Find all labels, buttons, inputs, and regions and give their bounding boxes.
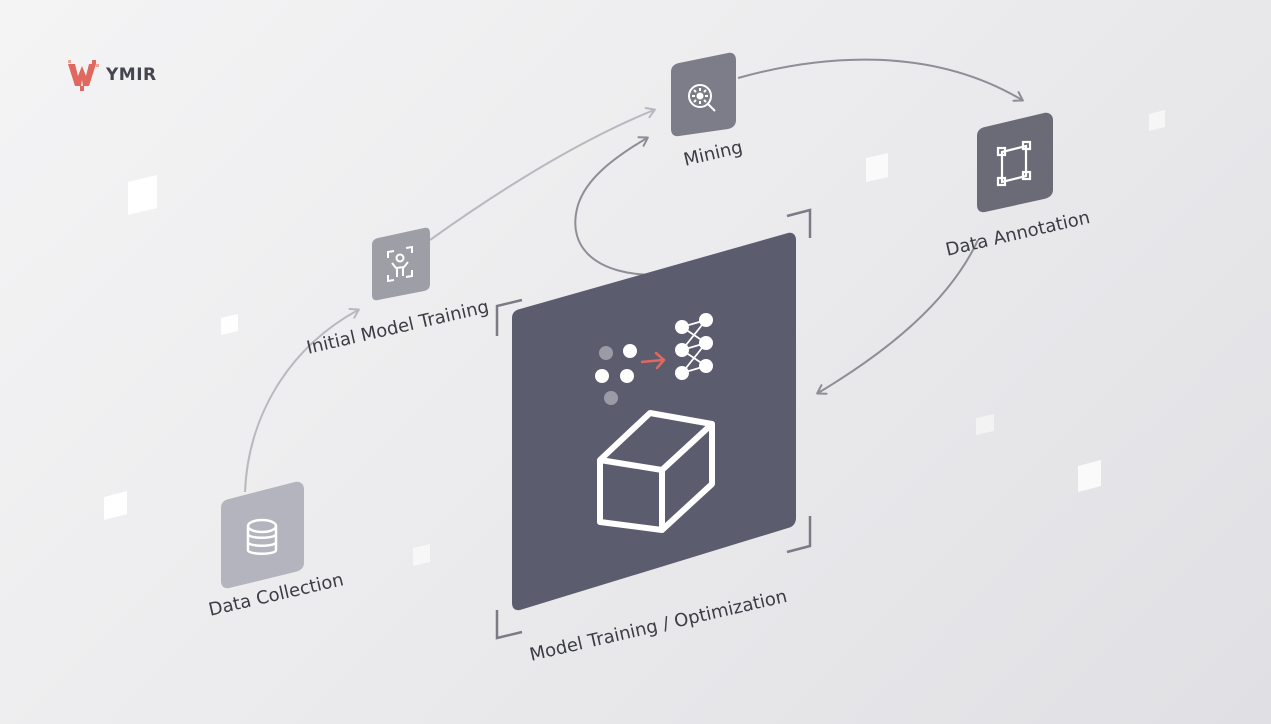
- person-focus-icon: [387, 245, 413, 283]
- deco-square: [104, 491, 127, 520]
- arrow-training-to-mining: [574, 136, 656, 276]
- data-annotation-tile: [977, 112, 1053, 213]
- arrow-initial-to-mining: [429, 106, 656, 241]
- deco-square: [128, 175, 157, 215]
- deco-square: [1078, 460, 1101, 492]
- arrow-annotation-to-training: [816, 239, 979, 395]
- arrow-mining-to-annotation: [737, 58, 1024, 102]
- data-collection-tile: [221, 481, 304, 589]
- magnifier-icon: [688, 84, 716, 112]
- deco-square: [976, 414, 994, 435]
- deco-square: [1149, 110, 1165, 131]
- mining-tile: [671, 52, 736, 137]
- arrow-collection-to-initial: [244, 307, 360, 493]
- deco-square: [866, 153, 888, 182]
- logo-text: YMIR: [106, 65, 157, 85]
- decorative-squares: [104, 110, 1165, 566]
- model-training-panel: [495, 208, 812, 640]
- deco-square: [413, 544, 430, 566]
- deco-square: [221, 314, 238, 335]
- focus-brackets: [495, 208, 812, 640]
- ymir-logo: YMIR: [66, 58, 157, 92]
- ymir-logo-icon: [68, 60, 99, 91]
- initial-training-tile: [372, 227, 430, 301]
- database-icon: [246, 518, 278, 555]
- neural-network-icon: [595, 313, 713, 405]
- cube-icon: [597, 410, 715, 533]
- bounding-box-icon: [996, 140, 1032, 187]
